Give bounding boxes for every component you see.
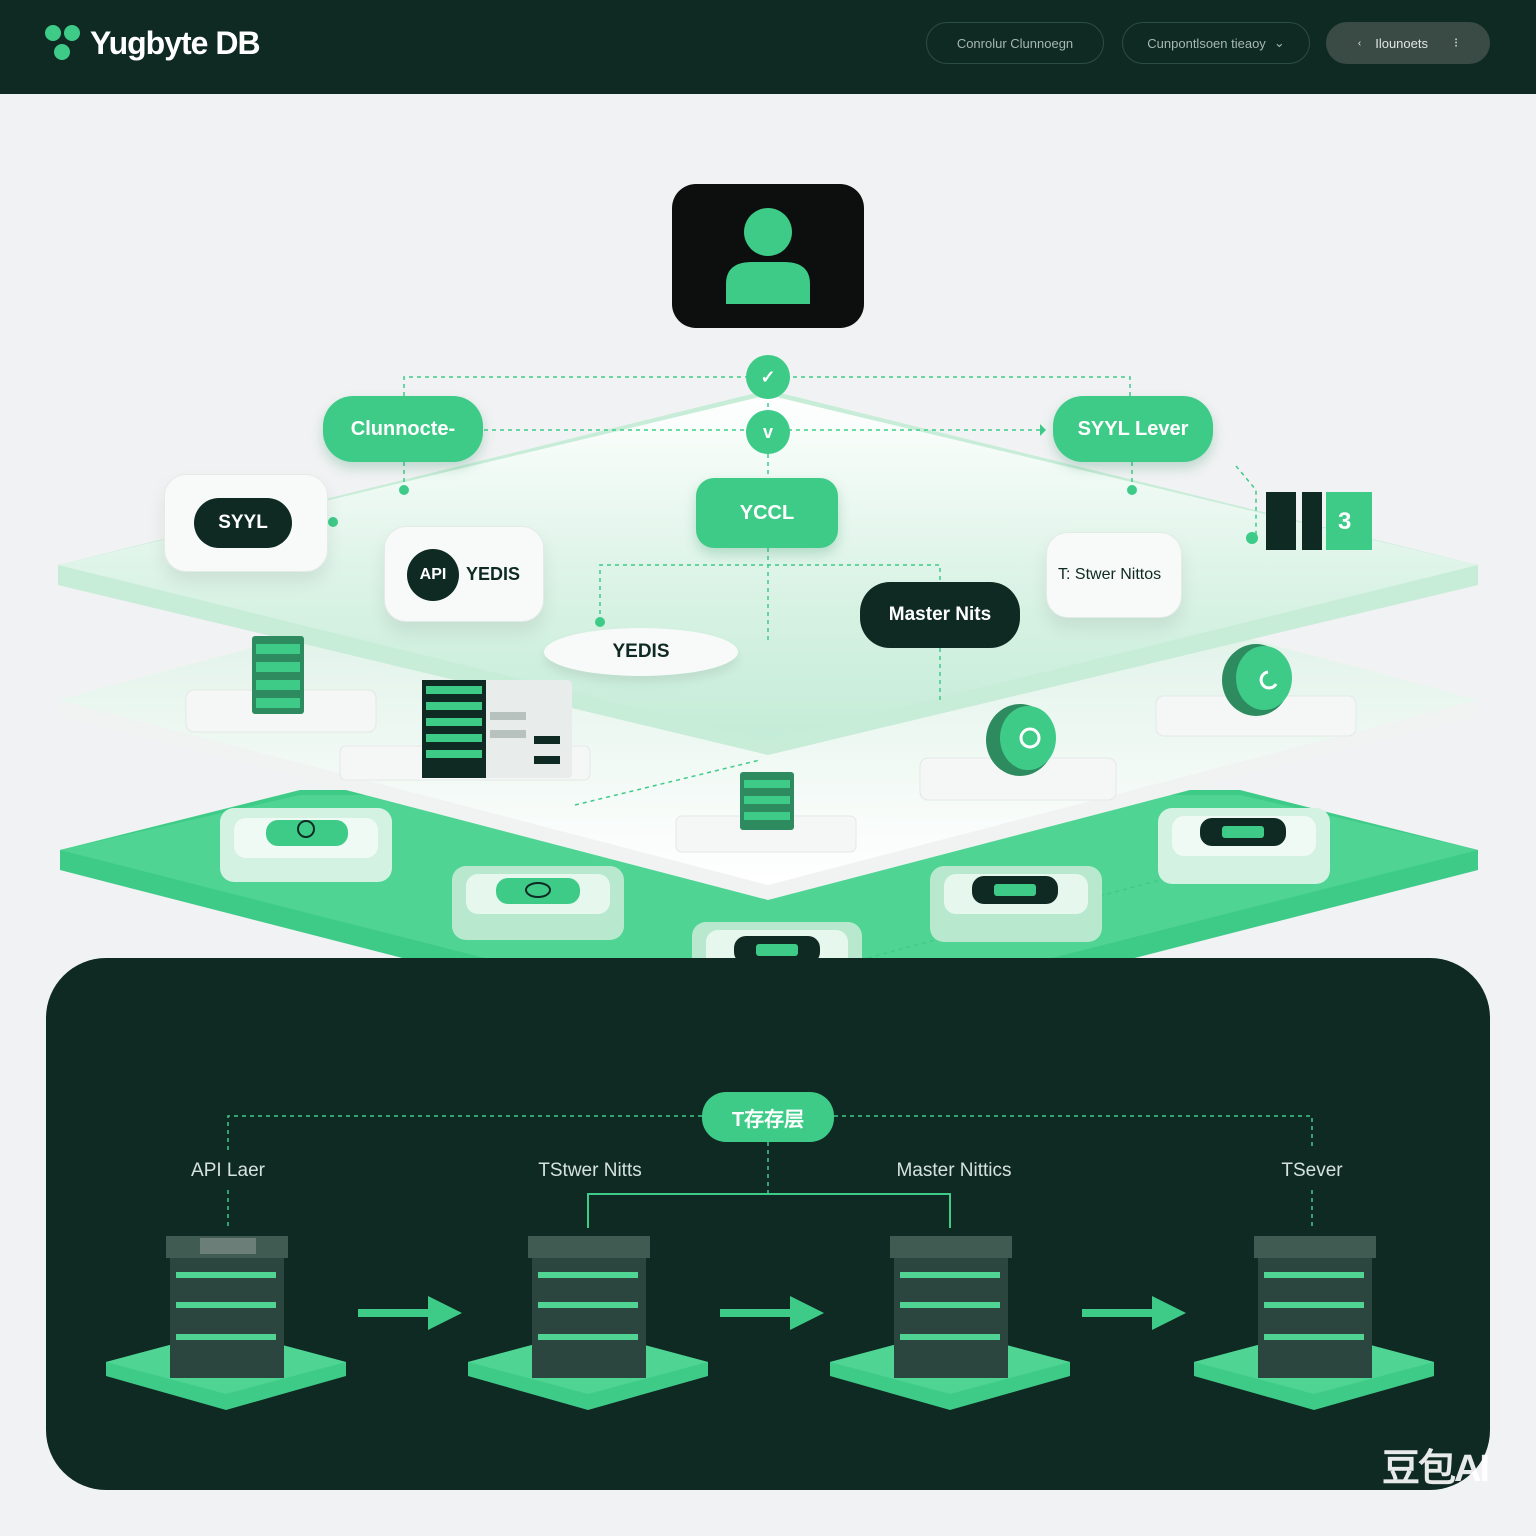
server-stack-icon: [185, 636, 377, 733]
storage-layer-title[interactable]: T存存层: [702, 1092, 834, 1142]
check-mark: ✓: [760, 366, 776, 387]
storage-pad-icon: [452, 866, 624, 940]
user-icon: [726, 208, 810, 304]
storage-pad-icon: [1158, 808, 1330, 884]
chevron-check-icon: v: [746, 410, 790, 454]
chevron-left-icon: ‹: [1357, 37, 1362, 49]
node-master-nits[interactable]: Master Nits: [860, 582, 1020, 648]
node-yedis-label: YEDIS: [466, 564, 521, 584]
client-user-icon[interactable]: [672, 184, 864, 328]
storage-panel: [46, 958, 1490, 1490]
header-button-2[interactable]: Cunpontlsoen tieaoy ⌄: [1122, 22, 1310, 64]
sync-node-icon: [919, 704, 1117, 801]
node-yccl[interactable]: YCCL: [696, 478, 838, 548]
api-label: API: [419, 566, 447, 583]
check-mark-2: v: [762, 421, 773, 442]
check-icon: ✓: [746, 355, 790, 399]
api-badge[interactable]: API: [407, 549, 459, 601]
server-stack-icon-2: [468, 1236, 708, 1410]
chevron-down-icon: ⌄: [1273, 35, 1285, 50]
table-grid-icon: [339, 680, 591, 781]
top-bar: Yugbyte DB Conrolur Clunnoegn Cunpontlso…: [0, 0, 1536, 94]
node-syyl[interactable]: SYYL: [194, 498, 292, 548]
brand-name: Yugbyte DB: [90, 24, 261, 61]
server-small-icon: [675, 772, 857, 853]
header-button-2-label: Cunpontlsoen tieaoy: [1147, 35, 1266, 51]
server-stack-icon-1: [106, 1236, 346, 1410]
header-button-3-label: Ilounoets: [1375, 35, 1428, 51]
link-node-icon: [1155, 644, 1357, 737]
column-label-master: Master Nittics: [896, 1160, 1012, 1181]
column-label-tserver: TStwer Nitts: [538, 1160, 642, 1181]
node-clunnocte[interactable]: Clunnocte-: [323, 396, 483, 462]
storage-pad-icon: [930, 866, 1102, 942]
header-button-1[interactable]: Conrolur Clunnoegn: [926, 22, 1104, 64]
storage-pad-icon: [220, 808, 392, 882]
more-icon: ⁝: [1453, 35, 1459, 50]
yugabyte-logo-icon: [45, 25, 80, 60]
yedis-label: YEDIS: [612, 641, 670, 662]
server-stack-icon-3: [830, 1236, 1070, 1410]
node-syyl-lever[interactable]: SYYL Lever: [1053, 396, 1213, 462]
card-tserver: [1046, 532, 1182, 618]
column-label-api: API Laer: [191, 1160, 265, 1181]
watermark: 豆包AI: [1381, 1448, 1490, 1490]
column-label-tsever: TSever: [1281, 1160, 1343, 1181]
server-stack-icon-4: [1194, 1236, 1434, 1410]
brand-logo[interactable]: Yugbyte DB: [44, 24, 261, 62]
node-tserver-label[interactable]: T: Stwer Nittos: [1058, 566, 1162, 583]
node-yedis[interactable]: YEDIS: [544, 628, 738, 676]
bar-counter-icon: [1266, 492, 1372, 550]
header-button-3[interactable]: ‹ Ilounoets ⁝: [1326, 22, 1490, 64]
counter-value: 3: [1338, 508, 1352, 535]
